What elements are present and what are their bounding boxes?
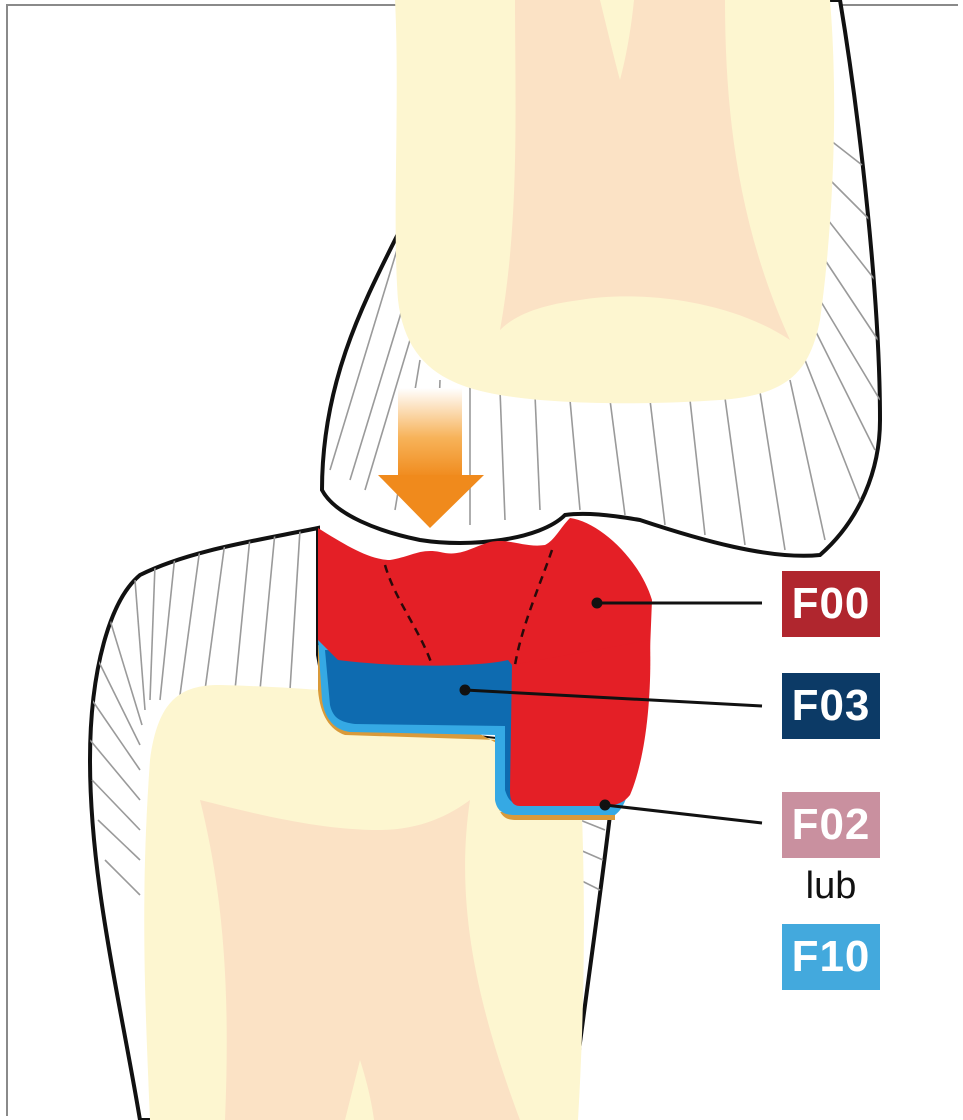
label-f10: F10: [782, 924, 880, 990]
red-restoration-proximal: [510, 640, 650, 806]
label-f00-text: F00: [792, 579, 871, 629]
label-f03-text: F03: [792, 681, 871, 731]
label-f02: F02: [782, 792, 880, 858]
label-f10-text: F10: [792, 932, 871, 982]
label-f00: F00: [782, 571, 880, 637]
label-or: lub: [782, 865, 880, 908]
label-f02-text: F02: [792, 800, 871, 850]
leader-line-f02: [605, 805, 762, 823]
label-f03: F03: [782, 673, 880, 739]
arrow-shaft: [398, 388, 462, 478]
